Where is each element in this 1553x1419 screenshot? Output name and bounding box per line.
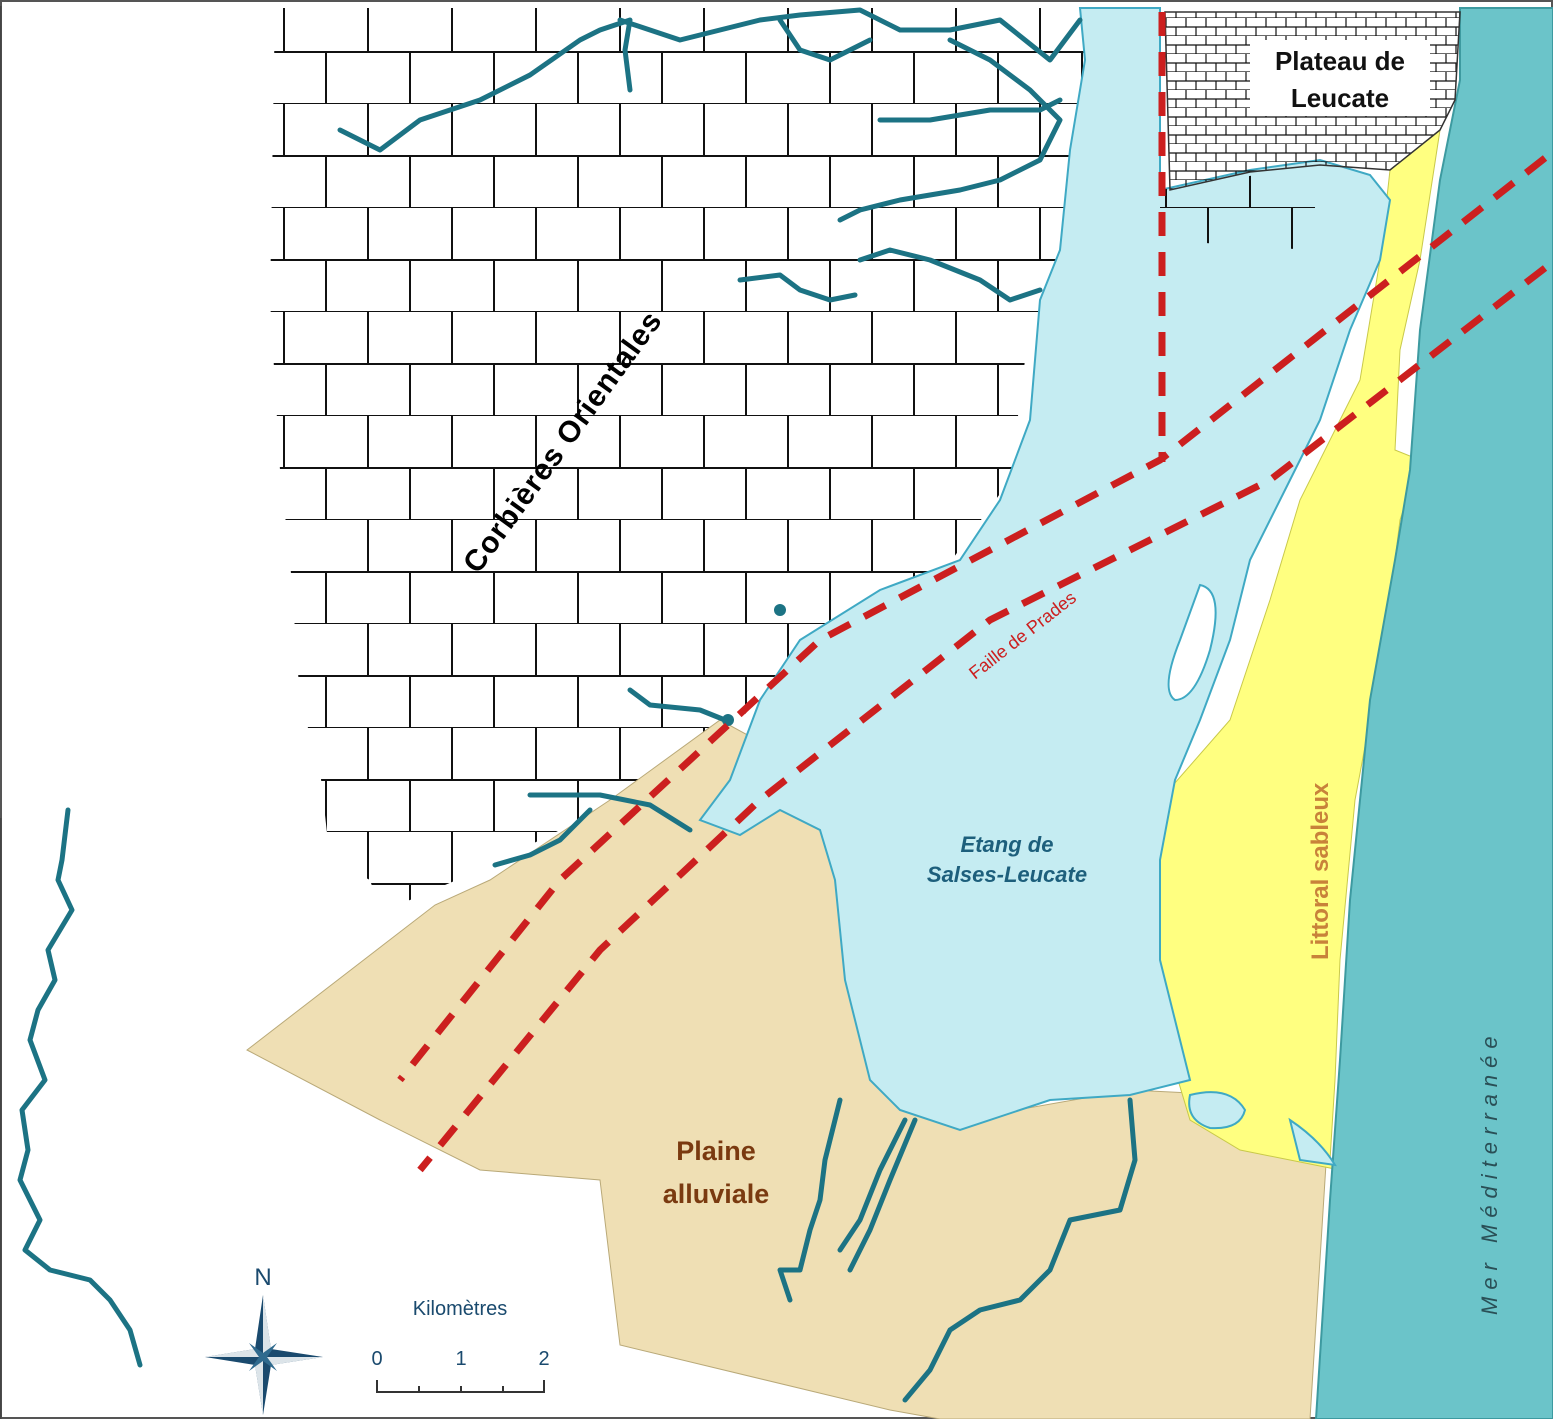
plaine-label-line1: Plaine: [676, 1136, 756, 1166]
fault-line-prades-south: [417, 265, 1548, 1173]
plateau-label-line2: Leucate: [1291, 83, 1389, 113]
river: [777, 1097, 843, 1303]
fault-lines: [397, 12, 1548, 1173]
scale-tick-label-0: 0: [371, 1348, 382, 1370]
fault-line-prades-north: [397, 155, 1548, 1083]
etang-label-line1: Etang de: [961, 832, 1054, 857]
spring-point: [774, 604, 786, 616]
littoral-label: Littoral sableux: [1307, 782, 1334, 960]
scale-bar-line: [376, 1380, 545, 1393]
river: [837, 1117, 908, 1253]
lagoon-island: [1167, 583, 1217, 702]
river: [777, 17, 873, 63]
river: [527, 792, 693, 833]
scale-title: Kilomètres: [413, 1298, 507, 1320]
small-pond: [1188, 1091, 1247, 1130]
river: [837, 37, 1063, 223]
river: [337, 17, 633, 153]
mediterranean-sea: [1314, 7, 1553, 1419]
plateau-lower-bricks: [1160, 165, 1320, 250]
plaine-label-line2: alluviale: [663, 1179, 770, 1209]
corbieres-limestone-area: [270, 8, 1160, 910]
plateau-label-line1: Plateau de: [1275, 46, 1405, 76]
river: [857, 247, 1043, 303]
scale-tick-label-2: 2: [538, 1348, 549, 1370]
river: [617, 7, 1083, 63]
mer-label: Mer Méditerranée: [1477, 1029, 1502, 1315]
river-network: [17, 7, 1138, 1403]
plateau-label-bg: [1250, 40, 1430, 116]
river: [877, 97, 1063, 123]
salses-leucate-lagoon: [698, 7, 1392, 1132]
scale-bar: Kilomètres 0 1 2: [371, 1298, 550, 1393]
compass-rose-icon: N: [205, 1264, 323, 1415]
river: [902, 1097, 1138, 1403]
river: [17, 807, 143, 1368]
north-letter: N: [254, 1264, 271, 1291]
river: [492, 807, 593, 868]
etang-label-line2: Salses-Leucate: [927, 862, 1087, 887]
river: [847, 1117, 918, 1273]
river: [627, 687, 728, 723]
scale-tick-label-1: 1: [455, 1348, 466, 1370]
river: [737, 272, 858, 303]
small-pond: [1288, 1117, 1337, 1167]
